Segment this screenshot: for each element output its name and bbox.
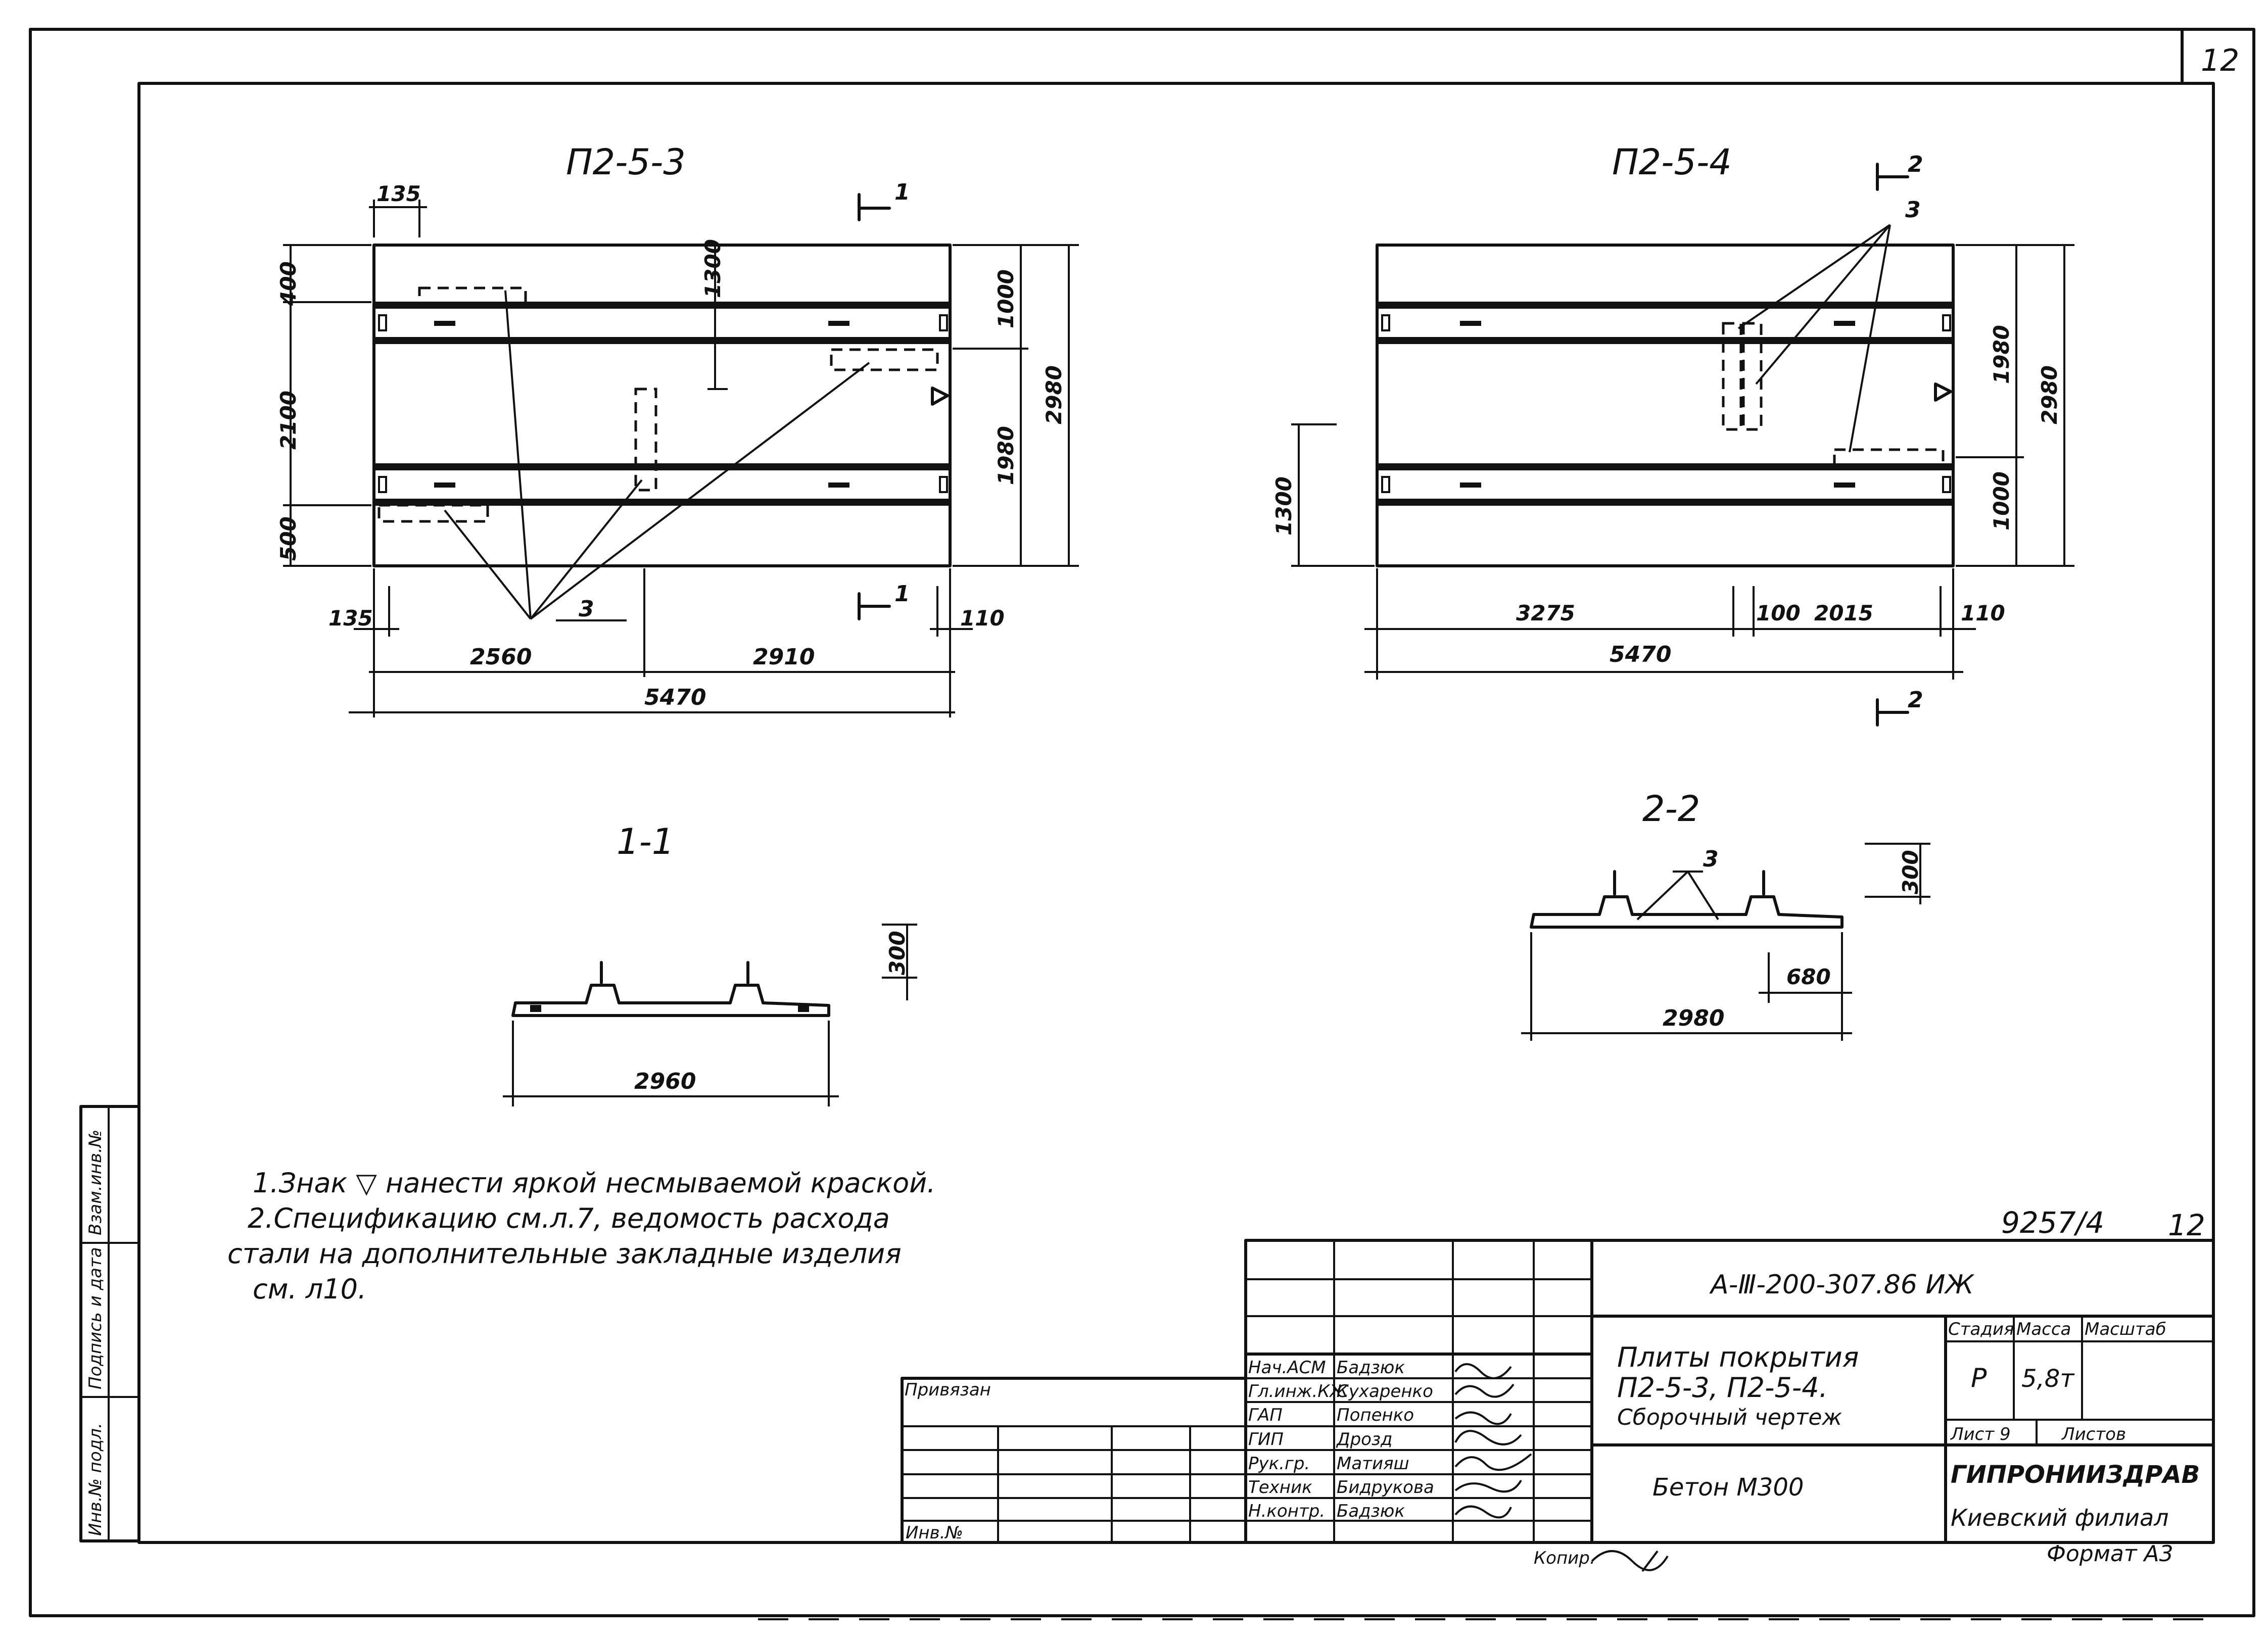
p1-dim-135-bottom: 135 — [328, 606, 373, 631]
p1-dim-2980: 2980 — [1042, 365, 1066, 424]
material-label: Бетон М300 — [1652, 1473, 1804, 1502]
plate2-title: П2-5-4 — [1612, 141, 1732, 183]
section-2-2: 2-2 3 300 680 2980 — [1521, 788, 1930, 1041]
section-mark-1-bottom: 1 — [894, 581, 910, 607]
role-3-name: Дрозд — [1336, 1429, 1393, 1450]
col-mass: Масса — [2016, 1319, 2071, 1339]
section2-rib: 680 — [1786, 964, 1831, 989]
roles-list: Нач.АСМ Бадзюк Гл.инж.КЖ Сухаренко ГАП П… — [1248, 1358, 1434, 1521]
org-branch: Киевский филиал — [1951, 1504, 2169, 1531]
section-mark-2-top: 2 — [1908, 152, 1923, 177]
inv-no-label: Инв.№ — [906, 1523, 963, 1543]
doc-title-2: П2-5-3, П2-5-4. — [1617, 1372, 1828, 1404]
role-2: ГАП — [1248, 1405, 1283, 1425]
section1-height: 300 — [885, 931, 910, 975]
note-line-3: стали на дополнительные закладные издели… — [227, 1238, 902, 1270]
role-5: Техник — [1248, 1477, 1312, 1498]
p2-dim-1000: 1000 — [1989, 471, 2014, 530]
privyazan-label: Привязан — [905, 1380, 991, 1400]
role-6: Н.контр. — [1248, 1501, 1325, 1521]
p2-dim-100: 100 — [1756, 601, 1801, 625]
p1-dim-1300: 1300 — [700, 239, 725, 298]
section-mark-1-top: 1 — [894, 179, 910, 205]
role-0: Нач.АСМ — [1248, 1358, 1326, 1378]
role-0-name: Бадзюк — [1337, 1358, 1405, 1378]
doc-title-1: Плиты покрытия — [1617, 1341, 1859, 1373]
vzam-label: Взам.инв.№ — [85, 1130, 106, 1235]
p2-dim-2980: 2980 — [2037, 365, 2062, 424]
podpis-label: Подпись и дата — [85, 1247, 106, 1389]
note-line-4: см. л10. — [253, 1273, 366, 1305]
role-5-name: Бидрукова — [1337, 1477, 1434, 1498]
section-mark-2-bottom: 2 — [1908, 687, 1923, 713]
role-6-name: Бадзюк — [1337, 1501, 1405, 1521]
p1-dim-400: 400 — [276, 261, 301, 306]
copied-label: Копир. — [1534, 1548, 1595, 1568]
p1-dim-1000: 1000 — [994, 269, 1018, 328]
title-block: 9257/4 12 Привя — [901, 1205, 2215, 1572]
col-stage: Стадия — [1948, 1319, 2014, 1339]
p1-dim-500: 500 — [276, 516, 301, 561]
p1-dim-2560: 2560 — [470, 644, 532, 670]
mass-value: 5,8т — [2021, 1365, 2075, 1393]
p2-dim-1980: 1980 — [1989, 325, 2014, 384]
role-1-name: Сухаренко — [1337, 1381, 1433, 1402]
outer-frame — [29, 28, 2255, 1617]
role-1: Гл.инж.КЖ — [1248, 1381, 1349, 1402]
col-scale: Масштаб — [2085, 1319, 2166, 1339]
p2-dim-5470: 5470 — [1610, 642, 1671, 667]
signatures — [1454, 1363, 1532, 1519]
p1-dim-135-top: 135 — [376, 181, 421, 206]
role-2-name: Попенко — [1337, 1405, 1414, 1425]
stage-value: Р — [1971, 1363, 1987, 1393]
p1-dim-1980: 1980 — [994, 426, 1018, 485]
section2-width: 2980 — [1663, 1005, 1724, 1031]
plate-p2-5-4: П2-5-4 3 2 2 1980 1000 — [1271, 141, 2074, 727]
sheets-label: Листов — [2061, 1424, 2126, 1444]
plate-p2-5-3: П2-5-3 3 1 1 — [276, 141, 1079, 717]
p2-dim-1300: 1300 — [1271, 476, 1296, 536]
section1-width: 2960 — [634, 1069, 696, 1094]
role-4-name: Матияш — [1337, 1454, 1409, 1474]
drawing-code: А-Ⅲ-200-307.86 ИЖ — [1709, 1270, 1974, 1300]
plate1-callout: 3 — [579, 596, 594, 622]
note-line-2: 2.Спецификацию см.л.7, ведомость расхода — [248, 1202, 890, 1234]
plate2-callout: 3 — [1905, 197, 1921, 223]
section2-height: 300 — [1898, 850, 1923, 894]
side-strip: Инв.№ подл. Подпись и дата Взам.инв.№ — [79, 1105, 140, 1542]
sheet-ref-num: 12 — [2168, 1208, 2205, 1242]
format-label: Формат А3 — [2047, 1541, 2174, 1567]
section2-callout: 3 — [1703, 846, 1719, 872]
p2-dim-3275: 3275 — [1516, 601, 1575, 625]
note-line-1: 1.Знак ▽ нанести яркой несмываемой краск… — [253, 1167, 935, 1199]
plate2-outline — [1376, 244, 1955, 567]
p1-dim-2910: 2910 — [753, 644, 815, 670]
sheet-label: Лист 9 — [1950, 1424, 2011, 1444]
plate1-outline — [372, 244, 952, 567]
p1-dim-2100: 2100 — [276, 391, 301, 450]
p2-dim-110: 110 — [1961, 601, 2005, 625]
section2-title: 2-2 — [1642, 788, 1700, 830]
notes: 1.Знак ▽ нанести яркой несмываемой краск… — [227, 1167, 935, 1305]
doc-title-3: Сборочный чертеж — [1617, 1405, 1842, 1430]
sheet-ref: 9257/4 — [2001, 1205, 2104, 1240]
inv-podl-label: Инв.№ подл. — [85, 1423, 106, 1536]
role-3: ГИП — [1248, 1429, 1284, 1450]
copied-signature — [1591, 1550, 1669, 1572]
p2-dim-2015: 2015 — [1814, 601, 1873, 625]
section1-title: 1-1 — [617, 821, 674, 862]
page-number: 12 — [2201, 43, 2239, 78]
role-4: Рук.гр. — [1248, 1454, 1310, 1474]
plate1-title: П2-5-3 — [566, 141, 686, 183]
org-name: ГИПРОНИИЗДРАВ — [1951, 1461, 2200, 1489]
section-1-1: 1-1 300 2960 — [503, 821, 917, 1106]
p1-dim-5470: 5470 — [644, 685, 706, 710]
p1-dim-110: 110 — [960, 606, 1005, 631]
